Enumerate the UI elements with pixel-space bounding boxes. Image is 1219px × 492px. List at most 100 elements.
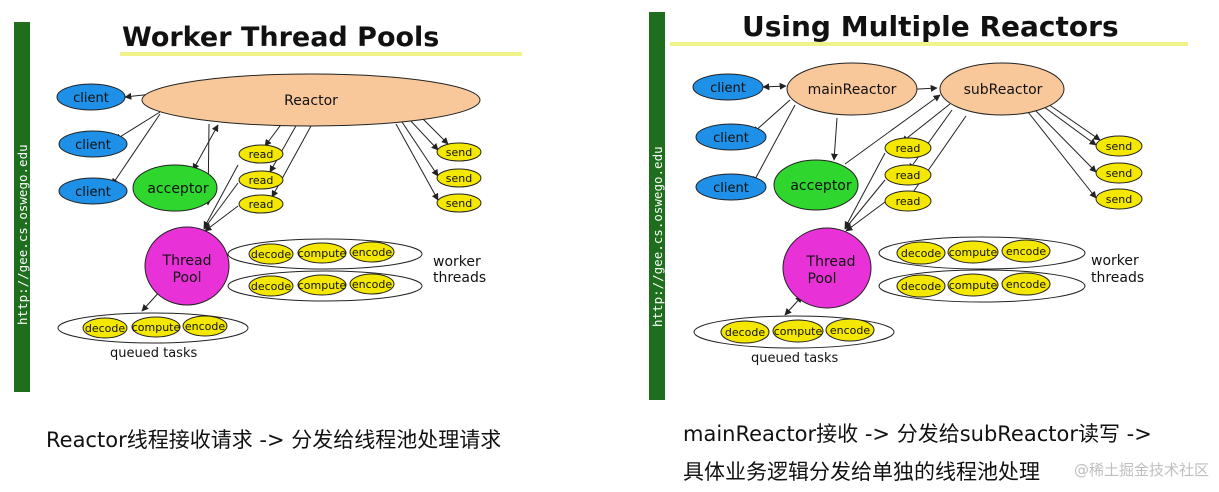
title-underline — [670, 42, 1188, 46]
task-label-compute-q: compute — [774, 325, 823, 338]
read-label-3: read — [896, 195, 921, 208]
task-label-decode-q: decode — [725, 326, 766, 339]
task-decode-w2 — [896, 274, 946, 298]
send-label-2: send — [446, 172, 472, 185]
read-node-1 — [884, 137, 932, 159]
client-label-1: client — [710, 81, 746, 96]
task-decode-w1 — [896, 241, 946, 265]
task-label-decode-w1: decode — [251, 248, 292, 261]
read-node-2 — [238, 170, 284, 190]
send-node-2 — [436, 168, 482, 188]
task-label-compute-w2: compute — [298, 279, 347, 292]
thread-pool-label-1: Thread — [806, 254, 856, 270]
watermark: @稀土掘金技术社区 — [1073, 461, 1209, 479]
task-compute-w2 — [297, 274, 347, 296]
sub-reactor-node — [939, 62, 1065, 116]
arrows — [111, 90, 449, 312]
acceptor-label: acceptor — [790, 178, 852, 194]
client-node-2 — [695, 123, 767, 151]
read-node-3 — [884, 190, 932, 212]
multiple-reactors-panel: http://gee.cs.oswego.edu client client — [630, 0, 1219, 492]
task-compute-w2 — [947, 273, 999, 297]
queued-tasks-row — [693, 315, 895, 349]
task-compute-w1 — [947, 240, 999, 264]
send-node-3 — [436, 193, 482, 213]
task-label-decode-w1: decode — [901, 247, 942, 260]
task-encode-q — [825, 318, 875, 342]
send-node-1 — [436, 142, 482, 162]
reactor-label: Reactor — [284, 93, 338, 109]
task-encode-q — [182, 315, 228, 337]
task-encode-w2 — [349, 273, 395, 295]
worker-threads-label-1: worker — [433, 254, 481, 270]
queued-tasks-label: queued tasks — [751, 351, 838, 366]
url-stripe — [649, 12, 665, 400]
read-label-1: read — [896, 142, 921, 155]
task-label-encode-q: encode — [185, 320, 225, 333]
worker-thread-row-2 — [878, 269, 1086, 303]
acceptor-node — [773, 159, 859, 211]
thread-pool-label-1: Thread — [162, 253, 212, 269]
task-label-encode-w1: encode — [352, 246, 392, 259]
diagram-caption: Reactor线程接收请求 -> 分发给线程池处理请求 — [46, 428, 502, 452]
task-label-compute-w2: compute — [949, 279, 998, 292]
task-label-decode-w2: decode — [901, 280, 942, 293]
worker-thread-pools-diagram: http://gee.cs.oswego.edu client client — [14, 22, 522, 392]
diagram-caption-line-2: 具体业务逻辑分发给单独的线程池处理 — [683, 460, 1040, 484]
title-underline — [120, 52, 522, 56]
client-node-2 — [58, 130, 128, 158]
task-compute-q — [131, 316, 181, 338]
worker-threads-label-1: worker — [1091, 253, 1139, 269]
send-node-1 — [1095, 135, 1143, 157]
client-label-2: client — [713, 131, 749, 146]
task-label-compute-q: compute — [132, 321, 181, 334]
client-label-3: client — [713, 181, 749, 196]
send-node-3 — [1095, 188, 1143, 210]
thread-pool-label-2: Pool — [173, 270, 202, 286]
acceptor-label: acceptor — [147, 181, 209, 197]
task-decode-q — [720, 320, 770, 344]
client-label-3: client — [75, 185, 111, 200]
worker-thread-row-1 — [227, 238, 423, 270]
task-label-decode-w2: decode — [251, 280, 292, 293]
task-compute-q — [772, 319, 824, 343]
reactor-node — [141, 73, 481, 127]
worker-threads-label-2: threads — [433, 270, 486, 286]
worker-thread-row-1 — [878, 236, 1086, 270]
task-label-encode-w2: encode — [352, 278, 392, 291]
worker-thread-row-2 — [227, 270, 423, 302]
task-decode-w1 — [248, 243, 294, 265]
send-label-3: send — [1106, 193, 1132, 206]
thread-pool-label-2: Pool — [808, 271, 837, 287]
task-encode-w2 — [1001, 272, 1051, 296]
thread-pool-node — [782, 227, 872, 309]
sub-reactor-label: subReactor — [964, 82, 1043, 98]
queued-tasks-label: queued tasks — [110, 346, 197, 361]
read-node-2 — [884, 164, 932, 186]
task-label-decode-q: decode — [85, 322, 126, 335]
url-text: http://gee.cs.oswego.edu — [650, 146, 665, 327]
worker-thread-pools-panel: http://gee.cs.oswego.edu client client — [0, 0, 600, 492]
task-decode-w2 — [248, 275, 294, 297]
main-reactor-node — [786, 62, 918, 116]
send-node-2 — [1095, 162, 1143, 184]
url-stripe — [14, 22, 30, 392]
diagram-caption-line-1: mainReactor接收 -> 分发给subReactor读写 -> — [683, 422, 1152, 446]
send-label-1: send — [1106, 140, 1132, 153]
read-label-2: read — [249, 174, 274, 187]
read-node-1 — [238, 144, 284, 164]
read-label-3: read — [249, 198, 274, 211]
client-node-1 — [692, 73, 764, 101]
queued-tasks-row — [57, 312, 249, 344]
read-label-2: read — [896, 169, 921, 182]
client-node-1 — [56, 83, 126, 111]
read-label-1: read — [249, 148, 274, 161]
task-compute-w1 — [297, 242, 347, 264]
read-node-3 — [238, 194, 284, 214]
diagram-title: Using Multiple Reactors — [742, 10, 1119, 43]
client-node-3 — [695, 173, 767, 201]
send-label-1: send — [446, 146, 472, 159]
task-label-encode-q: encode — [830, 324, 870, 337]
multiple-reactors-diagram: http://gee.cs.oswego.edu client client — [649, 12, 1188, 400]
url-text: http://gee.cs.oswego.edu — [15, 144, 30, 325]
